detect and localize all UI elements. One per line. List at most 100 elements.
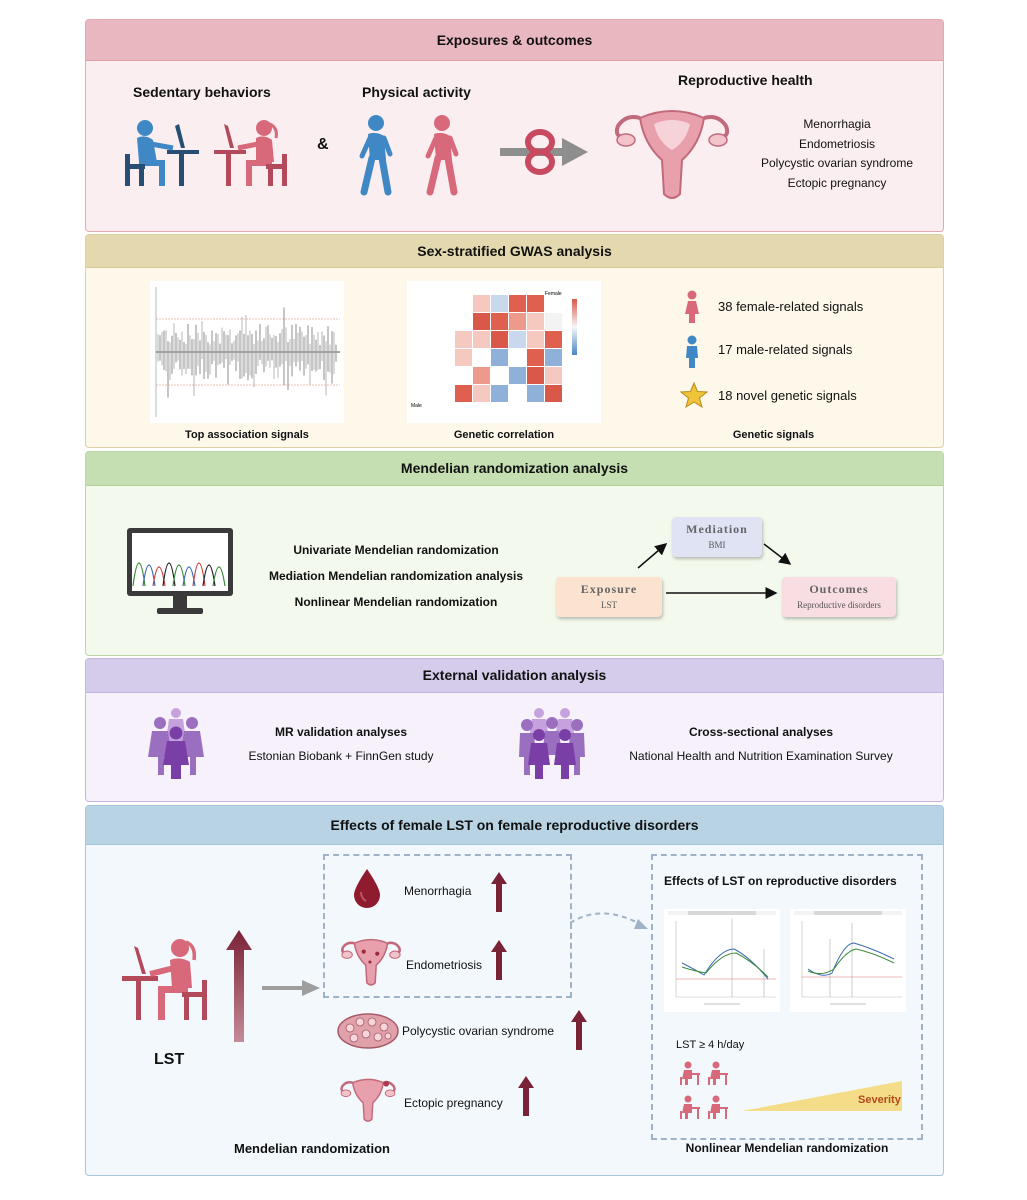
increase-arrow-icon	[518, 1076, 534, 1116]
heatmap-cell	[509, 313, 526, 330]
heatmap-cell	[455, 349, 472, 366]
monitor-chromatogram-icon	[127, 528, 233, 614]
exposure-sub: LST	[600, 600, 617, 610]
walking-person-pink-icon	[425, 115, 459, 196]
heatmap-cell	[473, 331, 490, 348]
heatmap-cell	[527, 367, 544, 384]
heatmap-cell	[545, 313, 562, 330]
increase-arrow-icon	[491, 940, 507, 980]
sitting-woman-icon	[122, 939, 207, 1020]
mr-validation-sub: Estonian Biobank + FinnGen study	[248, 749, 434, 763]
heatmap-cell	[509, 367, 526, 384]
sitting-women-icons	[680, 1061, 728, 1119]
section-header: External validation analysis	[86, 659, 943, 693]
mediation-title: Mediation	[686, 522, 748, 536]
heatmap-cell	[545, 385, 562, 402]
increase-arrow-icon	[571, 1010, 587, 1050]
mr-analysis-section: Mendelian randomization analysis Univari…	[85, 451, 944, 656]
star-icon	[680, 382, 708, 408]
mediation-sub: BMI	[708, 540, 726, 550]
severity-wedge	[742, 1081, 902, 1111]
heatmap-cell	[527, 331, 544, 348]
lst-label: LST	[154, 1051, 185, 1068]
heatmap-cell	[545, 349, 562, 366]
male-person-icon	[686, 335, 698, 368]
heatmap-cell	[509, 331, 526, 348]
female-lst-effects-section: Effects of female LST on female reproduc…	[85, 805, 944, 1176]
heatmap-cell	[455, 331, 472, 348]
exposures-outcomes-section: Exposures & outcomes Sedentary behaviors…	[85, 19, 944, 232]
male-corner-label: Male	[411, 403, 422, 409]
cross-sectional-sub: National Health and Nutrition Examinatio…	[629, 749, 893, 763]
group-people-icon	[148, 708, 204, 779]
cross-sectional-title: Cross-sectional analyses	[688, 725, 834, 739]
female-signals-text: 38 female-related signals	[718, 299, 864, 314]
mediation-box: Mediation BMI	[672, 517, 762, 557]
nonlinear-plot-menorrhagia	[790, 909, 906, 1012]
caption-top-association: Top association signals	[185, 429, 309, 441]
mr-caption: Mendelian randomization	[233, 1141, 390, 1156]
heatmap-cell	[491, 331, 508, 348]
mediation-arrows	[637, 543, 792, 599]
ampersand: &	[317, 136, 329, 153]
nonlinear-plot-endometriosis	[664, 909, 780, 1012]
blood-drop-icon	[354, 869, 380, 908]
chromatogram-peak	[212, 566, 226, 587]
uterus-small-icon	[341, 938, 401, 986]
nonlinear-caption: Nonlinear Mendelian randomization	[685, 1141, 889, 1155]
outcomes-title: Outcomes	[809, 582, 869, 596]
outcome-item: Ectopic pregnancy	[787, 175, 887, 190]
heatmap-cell	[473, 313, 490, 330]
heatmap-cell	[491, 349, 508, 366]
heatmap-cell	[527, 385, 544, 402]
heatmap-cell	[527, 295, 544, 312]
connector-arrow	[569, 912, 648, 929]
miami-plot-thumbnail	[150, 281, 344, 423]
outcome-item: Polycystic ovarian syndrome	[760, 156, 914, 170]
section-header: Mendelian randomization analysis	[86, 452, 943, 486]
heatmap-cell	[545, 331, 562, 348]
method-item: Nonlinear Mendelian randomization	[294, 595, 498, 609]
polycystic-ovary-icon	[337, 1013, 399, 1049]
genetic-correlation-heatmap: Female Male	[407, 281, 601, 423]
uterus-icon	[614, 110, 730, 199]
heatmap-cell	[527, 349, 544, 366]
significant-disorders-box	[323, 854, 572, 998]
exposure-title: Exposure	[580, 582, 638, 596]
reproductive-health-label: Reproductive health	[678, 72, 813, 88]
external-validation-section: External validation analysis MR validati…	[85, 658, 944, 802]
crowd-people-icon	[519, 708, 585, 779]
female-person-icon	[685, 290, 699, 323]
heatmap-cell	[473, 295, 490, 312]
physical-activity-label: Physical activity	[362, 84, 471, 100]
heatmap-cell	[545, 367, 562, 384]
mr-validation-title: MR validation analyses	[274, 725, 408, 739]
method-item: Mediation Mendelian randomization analys…	[268, 569, 524, 583]
section-header: Effects of female LST on female reproduc…	[86, 806, 943, 845]
outcome-list: Menorrhagia Endometriosis Polycystic ova…	[746, 115, 928, 193]
outcomes-sub: Reproductive disorders	[797, 600, 881, 610]
heatmap-cell	[455, 385, 472, 402]
outcome-item: Endometriosis	[798, 136, 876, 151]
threshold-label: LST ≥ 4 h/day	[676, 1039, 745, 1051]
severity-label: Severity	[858, 1094, 901, 1106]
nonlinear-box	[651, 854, 923, 1140]
method-item: Univariate Mendelian randomization	[293, 543, 499, 557]
sedentary-label: Sedentary behaviors	[133, 84, 271, 100]
outcome-item: Menorrhagia	[803, 117, 871, 131]
effects-title: Effects of LST on reproductive disorders	[664, 874, 897, 888]
gwas-section: Sex-stratified GWAS analysis Female Male…	[85, 234, 944, 448]
walking-person-blue-icon	[359, 115, 393, 196]
grey-arrow	[262, 980, 320, 996]
caption-genetic-correlation: Genetic correlation	[453, 429, 555, 441]
heatmap-cell	[509, 295, 526, 312]
mr-methods-list: Univariate Mendelian randomization Media…	[246, 537, 546, 615]
section-header: Sex-stratified GWAS analysis	[86, 235, 943, 268]
female-corner-label: Female	[545, 291, 562, 297]
caption-genetic-signals: Genetic signals	[732, 429, 815, 441]
disorder-ectopic: Ectopic pregnancy	[404, 1096, 503, 1110]
increase-arrow-large	[226, 930, 252, 1042]
uterus-ectopic-icon	[340, 1078, 396, 1122]
disorder-pcos: Polycystic ovarian syndrome	[402, 1024, 555, 1038]
exposure-box: Exposure LST	[556, 577, 662, 617]
